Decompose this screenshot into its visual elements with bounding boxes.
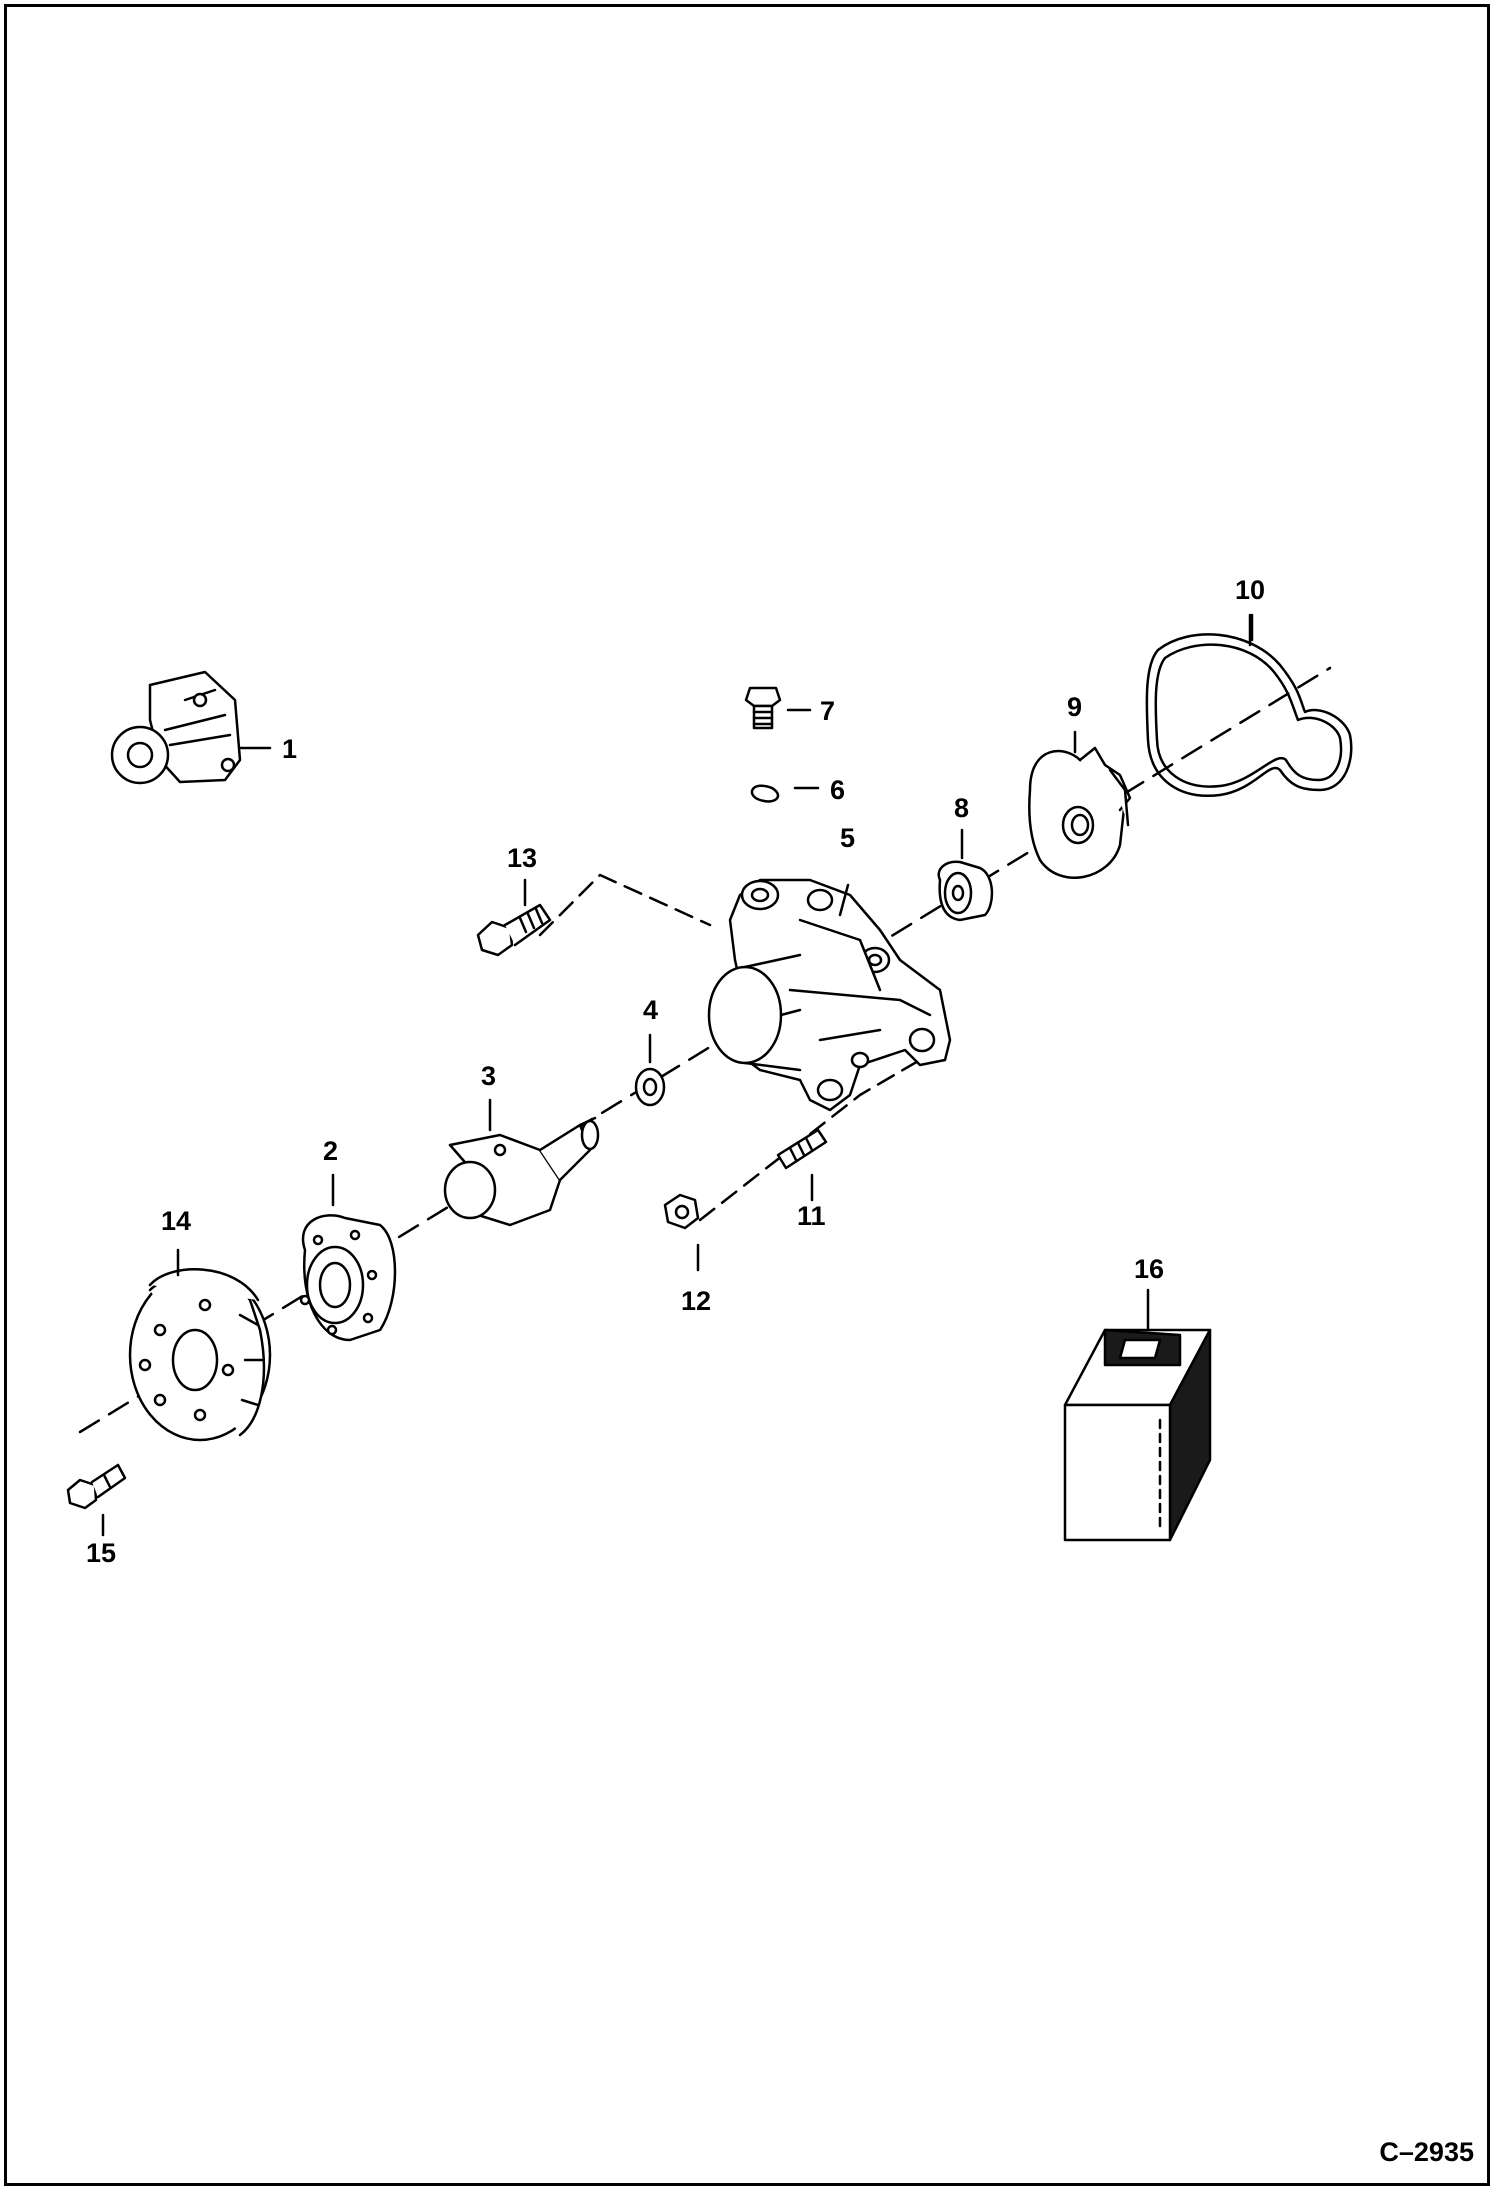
callout-14: 14 xyxy=(161,1206,192,1236)
callout-15: 15 xyxy=(86,1538,117,1568)
page-border xyxy=(4,4,1490,2186)
housing-bolt xyxy=(478,880,550,955)
callout-4: 4 xyxy=(643,995,659,1025)
callout-16: 16 xyxy=(1134,1254,1165,1284)
figure-reference: C–2935 xyxy=(1379,2137,1474,2167)
cap-screw xyxy=(746,688,810,728)
callout-5: 5 xyxy=(840,823,856,853)
assembly-axis-line xyxy=(80,668,1330,1432)
pump-flange xyxy=(301,1175,395,1340)
callout-12: 12 xyxy=(681,1286,712,1316)
callout-1: 1 xyxy=(282,734,298,764)
water-pump-assembly-thumbnail xyxy=(112,672,270,783)
pulley-bolt xyxy=(68,1465,125,1535)
fan-pulley xyxy=(130,1250,270,1440)
parts-kit-box xyxy=(1065,1290,1210,1540)
callout-10: 10 xyxy=(1235,575,1266,605)
impeller xyxy=(1029,732,1130,878)
snap-ring xyxy=(752,786,818,802)
callout-7: 7 xyxy=(820,696,836,726)
stud xyxy=(778,1130,826,1200)
callout-6: 6 xyxy=(830,775,846,805)
callout-13: 13 xyxy=(507,843,538,873)
callout-3: 3 xyxy=(481,1061,497,1091)
callout-8: 8 xyxy=(954,793,970,823)
bearing-shaft xyxy=(445,1100,598,1225)
nut xyxy=(665,1195,698,1270)
mechanical-seal xyxy=(939,830,992,920)
callout-9: 9 xyxy=(1067,692,1083,722)
callout-2: 2 xyxy=(323,1136,339,1166)
water-pump-housing xyxy=(709,880,950,1110)
seal-washer xyxy=(636,1035,664,1105)
bolt13-axis-line xyxy=(540,875,710,935)
callout-11: 11 xyxy=(797,1201,826,1231)
stud-axis-line xyxy=(700,1060,920,1220)
gasket xyxy=(1147,615,1351,796)
